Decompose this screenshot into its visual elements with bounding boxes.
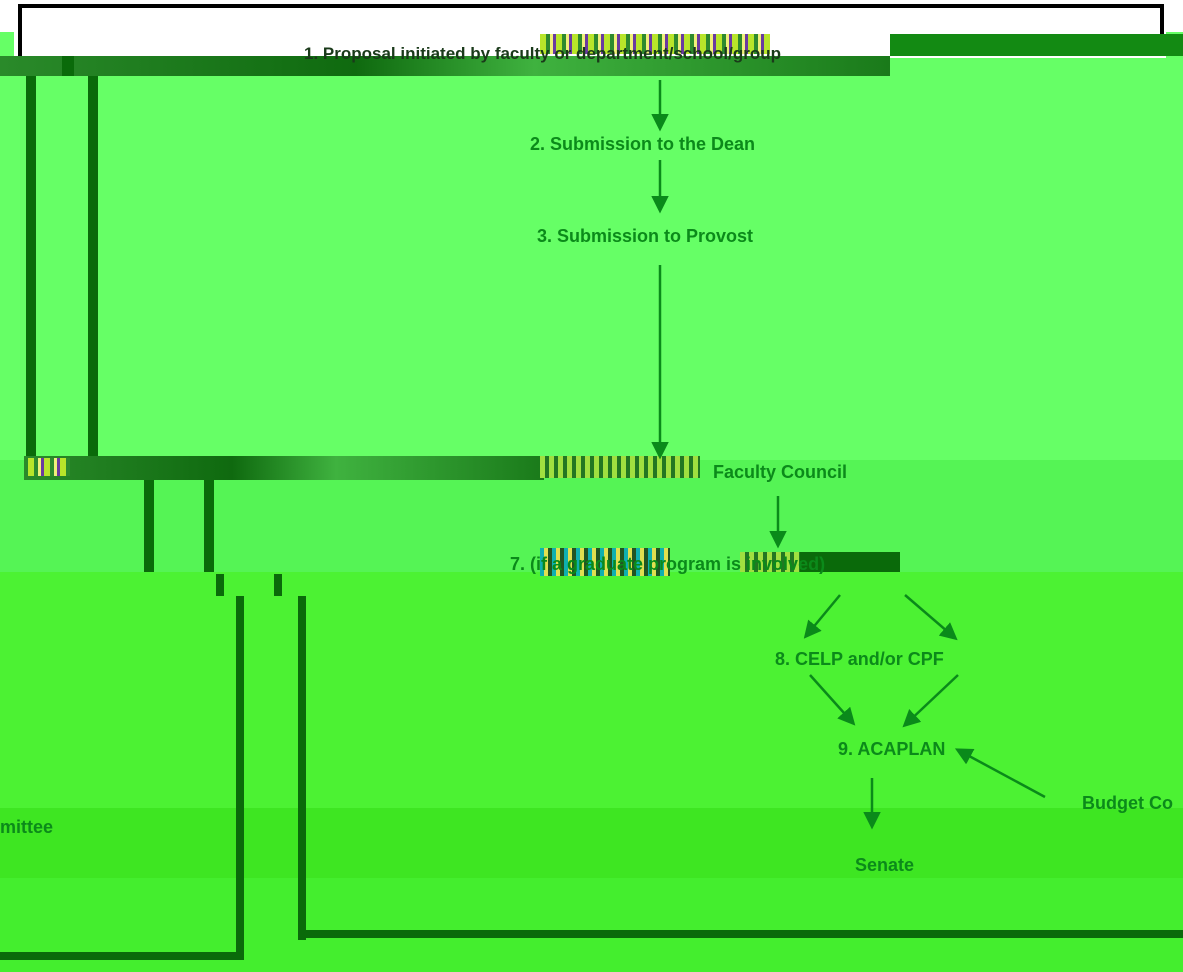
left-connector-7 xyxy=(236,596,244,960)
step7-artifact xyxy=(540,548,670,576)
header-strip xyxy=(0,56,890,76)
left-connector-5 xyxy=(216,574,224,596)
frame-right-line xyxy=(1160,4,1164,56)
step8-label: 8. CELP and/or CPF xyxy=(775,649,944,669)
step3-label: 3. Submission to Provost xyxy=(537,226,754,246)
step7-artifact-2 xyxy=(740,552,800,572)
background-upper xyxy=(0,32,1183,462)
step1-label: 1. Proposal initiated by faculty or depa… xyxy=(304,44,782,63)
frame-left-line xyxy=(18,4,22,56)
bottom-connector-left xyxy=(0,952,244,960)
left-connector-2 xyxy=(88,76,98,460)
arrow-8-to-9-right xyxy=(902,674,959,728)
header-strip-right xyxy=(890,34,1183,56)
background-band xyxy=(0,808,1183,878)
arrow-7-to-8-left xyxy=(803,594,841,639)
faculty-council-label: Faculty Council xyxy=(713,462,848,482)
step7-dark-block xyxy=(800,552,900,572)
left-connector-4 xyxy=(204,480,214,572)
budget-committee-label: Budget Co xyxy=(1082,793,1173,813)
step9-label: 9. ACAPLAN xyxy=(838,739,946,759)
arrow-budget-to-9 xyxy=(954,748,1046,799)
left-connector-1 xyxy=(26,76,36,460)
step7-label: 7. (if a graduate program is involved) xyxy=(510,554,826,574)
header-notch xyxy=(62,56,74,76)
arrow-7-to-8-right xyxy=(904,594,958,641)
bottom-connector-right xyxy=(298,930,1183,938)
senate-label: Senate xyxy=(855,855,915,875)
header-artifact xyxy=(540,34,770,54)
step2-label: 2. Submission to the Dean xyxy=(530,134,756,154)
committee-label: mittee xyxy=(0,817,54,837)
left-connector-6 xyxy=(274,574,282,596)
council-artifact-left xyxy=(28,458,70,476)
frame-top-line xyxy=(18,4,1164,8)
council-strip xyxy=(24,456,544,480)
left-connector-8 xyxy=(298,596,306,940)
left-connector-3 xyxy=(144,480,154,572)
council-artifact xyxy=(540,456,700,478)
arrow-8-to-9-left xyxy=(809,674,856,726)
